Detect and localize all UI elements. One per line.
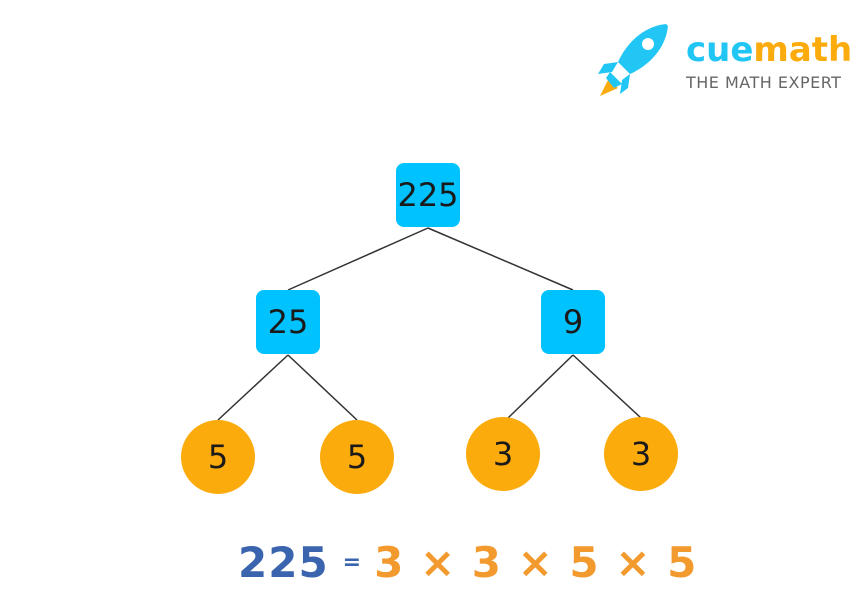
- edge: [572, 354, 642, 419]
- equation-lhs: 225: [238, 538, 329, 587]
- brand-name: cuemath: [686, 30, 852, 70]
- rocket-logo-icon: [598, 24, 668, 96]
- node-prime: 3: [604, 417, 678, 491]
- edge: [287, 227, 429, 291]
- node-prime: 3: [466, 417, 540, 491]
- edge: [507, 354, 574, 419]
- brand-cue: cue: [686, 30, 754, 70]
- factorization-equation: 225 = 3 × 3 × 5 × 5: [238, 538, 697, 587]
- edge: [217, 354, 289, 421]
- node-composite: 25: [256, 290, 320, 354]
- node-root: 225: [396, 163, 460, 227]
- node-prime: 5: [320, 420, 394, 494]
- edge: [427, 227, 574, 291]
- node-composite: 9: [541, 290, 605, 354]
- equation-rhs: 3 × 3 × 5 × 5: [374, 538, 698, 587]
- edge: [287, 354, 358, 421]
- brand-math: math: [753, 30, 853, 70]
- node-prime: 5: [181, 420, 255, 494]
- brand-tagline: THE MATH EXPERT: [686, 73, 842, 92]
- equals-sign: =: [342, 550, 363, 575]
